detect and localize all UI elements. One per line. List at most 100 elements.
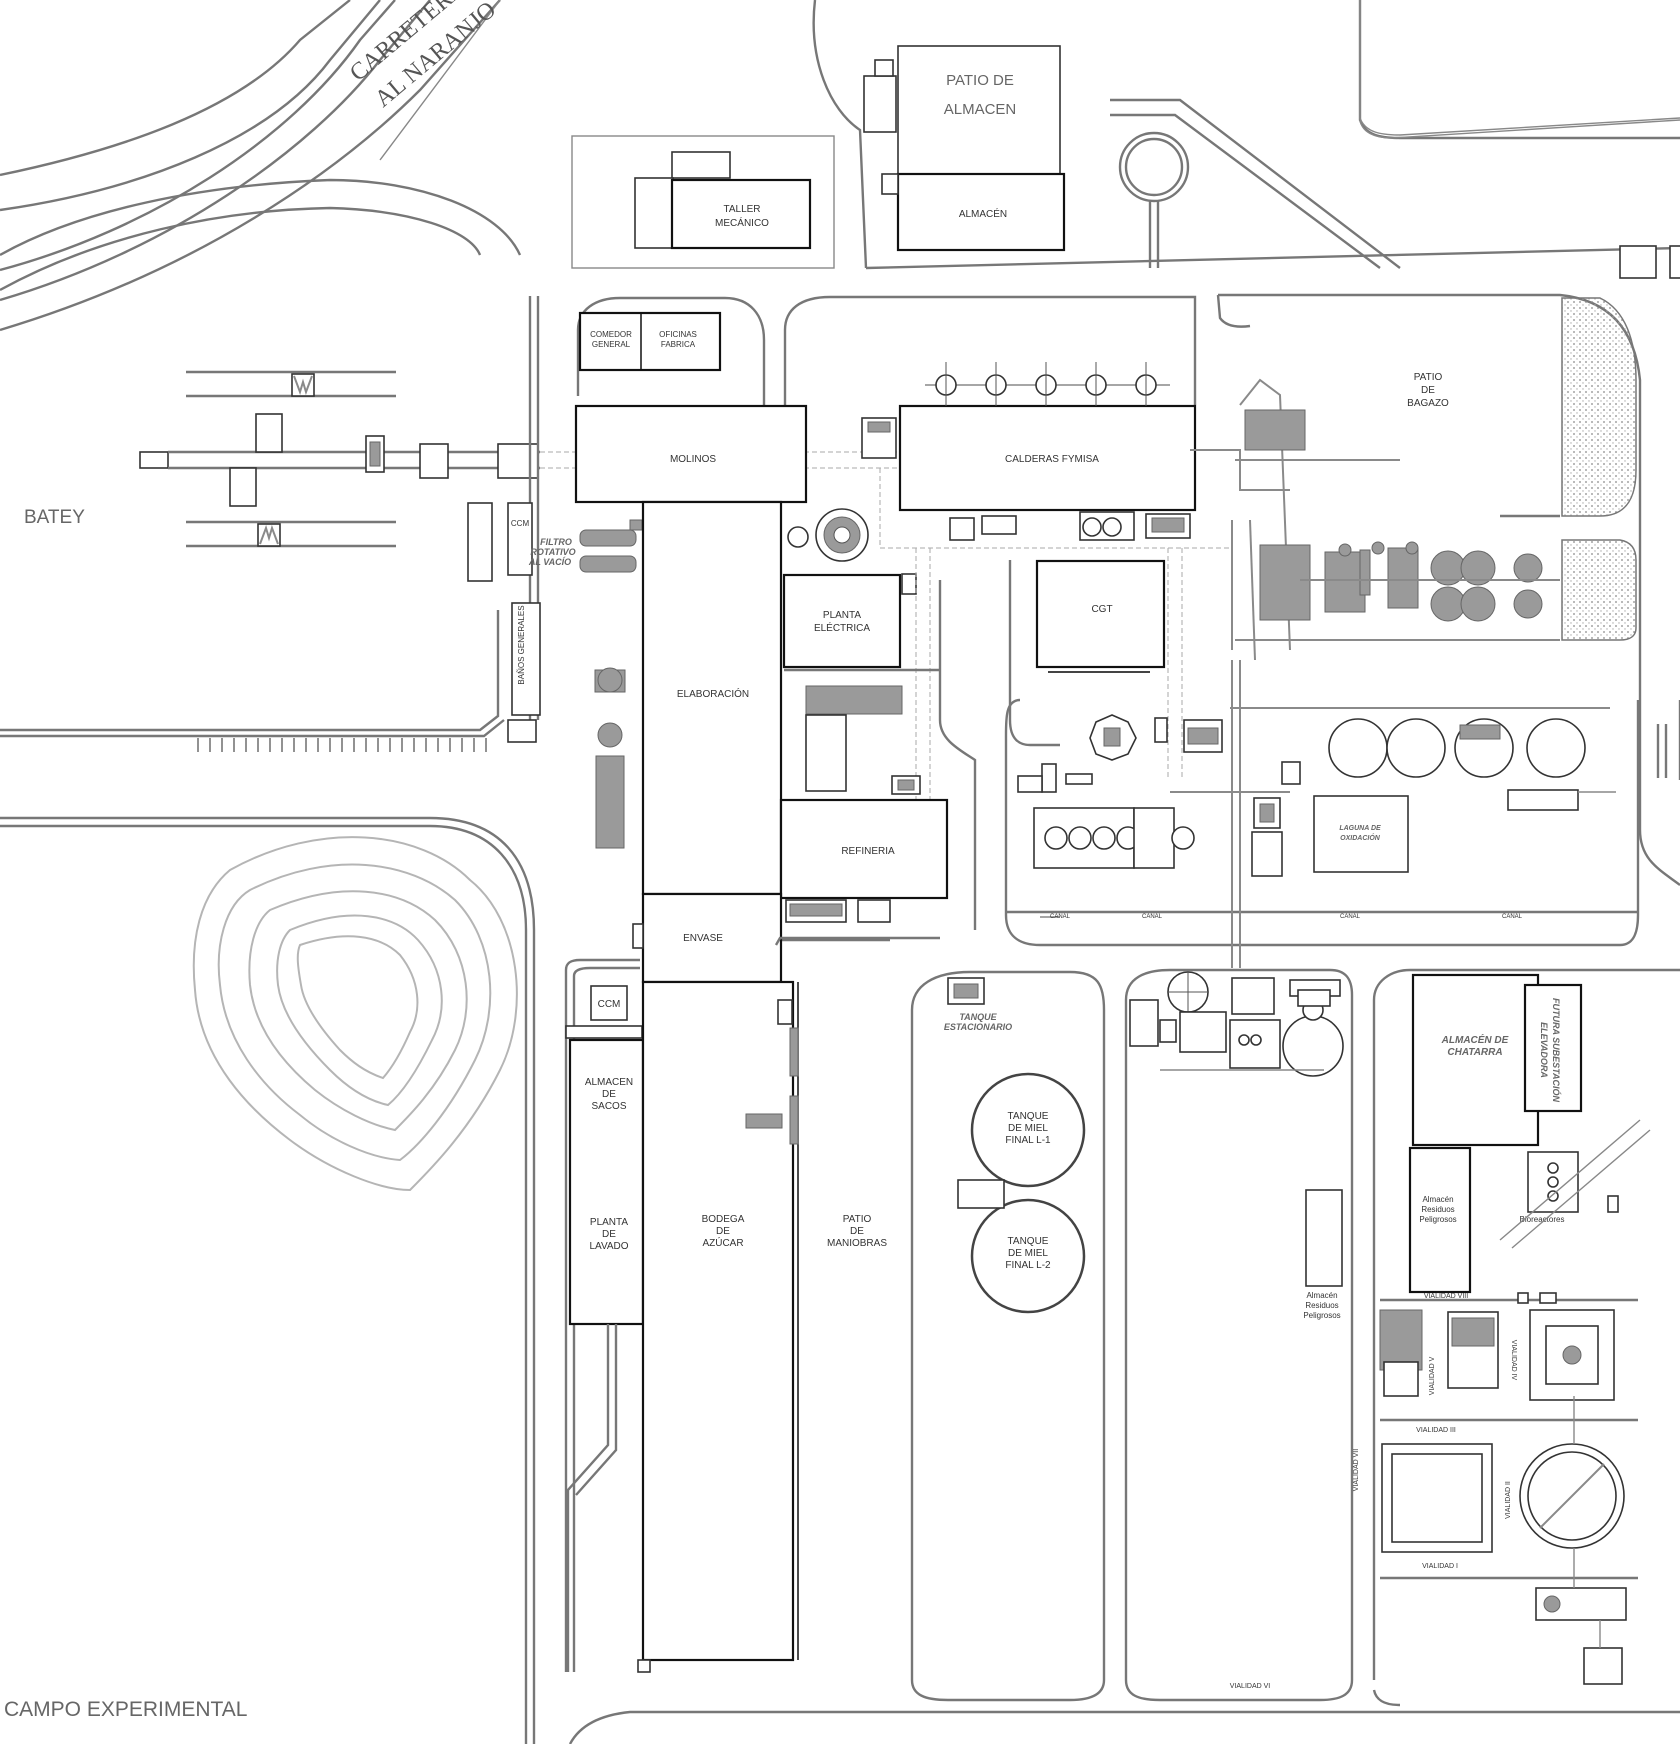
right-process-area: LAGUNA DE OXIDACIÓN: [1004, 660, 1640, 968]
refineria-label: REFINERIA: [841, 846, 895, 857]
futura-subestacion-label-1: FUTURA SUBESTACIÓN: [1551, 998, 1562, 1102]
tanque-l2-label-2: DE MIEL: [1008, 1248, 1048, 1259]
taller-building: [670, 178, 812, 250]
vialidad-v-label: VIALIDAD V: [1429, 1356, 1436, 1395]
futura-subestacion-building: [1523, 983, 1583, 1113]
tanque-estacionario-label-1: TANQUE: [959, 1012, 997, 1022]
almacen-label: ALMACÉN: [959, 207, 1007, 220]
vialidad-iii-label: VIALIDAD III: [1416, 1427, 1456, 1434]
tratamiento-area: [1124, 968, 1354, 1702]
fence-ticks: [197, 738, 487, 752]
almacen-sacos-label-1: ALMACEN: [585, 1077, 633, 1088]
tanks-equipment-mid: [805, 685, 921, 795]
filtro-label-2: ROTATIVO: [530, 547, 575, 557]
patio-bagazo-label-3: BAGAZO: [1407, 398, 1449, 409]
comedor-oficinas-building: [578, 311, 722, 372]
tanque-estacionario-label-2: ESTACIONARIO: [944, 1022, 1012, 1032]
calderas-label: CALDERAS FYMISA: [1005, 454, 1099, 465]
roundabout-top: [1118, 0, 1680, 268]
bagazo-equipment: [1190, 378, 1560, 661]
bodega-azucar-building: [641, 980, 795, 1662]
upper-road-loop: [0, 0, 1680, 292]
chatarra-label-2: CHATARRA: [1447, 1047, 1502, 1058]
chatarra-label-1: ALMACÉN DE: [1441, 1033, 1509, 1046]
vialidad-viii-label: VIALIDAD VIII: [1424, 1293, 1468, 1300]
bodega-label-1: BODEGA: [702, 1214, 745, 1225]
bioreactores-label: Bioreactores: [1520, 1215, 1565, 1224]
canal-label-3: CANAL: [1340, 914, 1361, 920]
laguna-label-2: OXIDACIÓN: [1340, 833, 1381, 842]
lavado-label-1: PLANTA: [590, 1217, 628, 1228]
tanque-l1-label-1: TANQUE: [1008, 1111, 1049, 1122]
patio-maniobras-label-3: MANIOBRAS: [827, 1238, 887, 1249]
ccm-filtro-area: CCM FILTRO ROTATIVO AL VACÍO BAÑOS GENER…: [467, 502, 643, 849]
oficinas-label-1: OFICINAS: [659, 330, 697, 339]
batey-label: BATEY: [24, 507, 85, 528]
residuos-2-label-2: Residuos: [1305, 1301, 1338, 1310]
bodega-label-3: AZÚCAR: [702, 1236, 743, 1249]
futura-subestacion-label-2: ELEVADORA: [1539, 1022, 1549, 1078]
bottom-left-buildings: CCM ALMACEN DE SACOS PLANTA DE LAVADO: [564, 958, 645, 1672]
tanque-l1-label-2: DE MIEL: [1008, 1123, 1048, 1134]
highway-title: CARRETERA AL NARANJO: [345, 0, 501, 113]
oficinas-label-2: FABRICA: [661, 340, 696, 349]
contour-hill: [192, 836, 518, 1192]
tanque-l1-label-3: FINAL L-1: [1005, 1135, 1051, 1146]
planta-electrica-label-2: ELÉCTRICA: [814, 621, 870, 634]
patio-maniobras-label-2: DE: [850, 1226, 864, 1237]
filtro-label-1: FILTRO: [540, 537, 572, 547]
lavado-label-2: DE: [602, 1229, 616, 1240]
vialidad-iv-label: VIALIDAD IV: [1510, 1340, 1517, 1381]
almacen-sacos-label-3: SACOS: [591, 1101, 626, 1112]
envase-label: ENVASE: [683, 933, 723, 944]
comedor-label-1: COMEDOR: [590, 330, 632, 339]
patio-almacen-area: PATIO DE ALMACEN ALMACÉN: [863, 45, 1066, 252]
laguna-label-1: LAGUNA DE: [1339, 825, 1381, 832]
almacen-chatarra-building: [1411, 973, 1540, 1147]
canal-label-4: CANAL: [1502, 914, 1523, 920]
cgt-label: CGT: [1091, 604, 1112, 615]
bagazo-pile-1: [1561, 297, 1637, 517]
lower-left-roads: [0, 816, 1680, 1744]
tanque-miel-l2: [970, 1198, 1086, 1314]
planta-electrica-building: [782, 573, 902, 669]
refineria-building: [779, 798, 949, 900]
molinos-label: MOLINOS: [670, 454, 716, 465]
patio-bagazo-label-2: DE: [1421, 385, 1435, 396]
laguna-oxidacion: [1313, 795, 1409, 873]
tanques-miel-area: TANQUE ESTACIONARIO TANQUE DE MIEL FINAL…: [910, 970, 1106, 1702]
tanque-l2-label-1: TANQUE: [1008, 1236, 1049, 1247]
almacen-sacos-label-2: DE: [602, 1089, 616, 1100]
patio-maniobras-label-1: PATIO: [843, 1214, 872, 1225]
vialidad-vii-label: VIALIDAD VII: [1353, 1449, 1360, 1491]
tanque-miel-l1: [970, 1072, 1086, 1188]
planta-electrica-label-1: PLANTA: [823, 610, 861, 621]
elaboracion-label: ELABORACIÓN: [677, 687, 749, 700]
patio-almacen-label-1: PATIO DE: [946, 72, 1014, 89]
bagazo-pile-2: [1561, 539, 1637, 641]
vialidad-i-label: VIALIDAD I: [1422, 1563, 1458, 1570]
lavado-label-3: LAVADO: [589, 1241, 628, 1252]
residuos-2-label-1: Almacén: [1306, 1291, 1337, 1300]
residuos-1-label-2: Residuos: [1421, 1205, 1454, 1214]
cgt-building: [1035, 559, 1166, 669]
bottom-right-compound: ALMACÉN DE CHATARRA FUTURA SUBESTACIÓN E…: [1303, 968, 1680, 1707]
almacen-sacos-lavado-building: [568, 1038, 645, 1326]
tanque-l2-label-3: FINAL L-2: [1005, 1260, 1051, 1271]
canal-label-2: CANAL: [1142, 914, 1163, 920]
vialidad-ii-label: VIALIDAD II: [1505, 1481, 1512, 1519]
residuos-1-label-1: Almacén: [1422, 1195, 1453, 1204]
calderas-building: [898, 404, 1197, 512]
small-structure: [1619, 245, 1657, 279]
taller-mecanico-area: TALLER MECÁNICO: [571, 135, 835, 269]
small-structure: [1669, 245, 1680, 279]
elaboracion-building: [641, 500, 783, 896]
envase-building: [641, 892, 783, 984]
vialidad-vi-label: VIALIDAD VI: [1230, 1683, 1271, 1690]
filtro-label-3: AL VACÍO: [528, 557, 571, 567]
residuos-1-label-3: Peligrosos: [1419, 1215, 1456, 1224]
taller-label-1: TALLER: [723, 204, 760, 215]
residuos-building-1: [1408, 1146, 1472, 1294]
ccm-bottom-label: CCM: [598, 999, 621, 1010]
